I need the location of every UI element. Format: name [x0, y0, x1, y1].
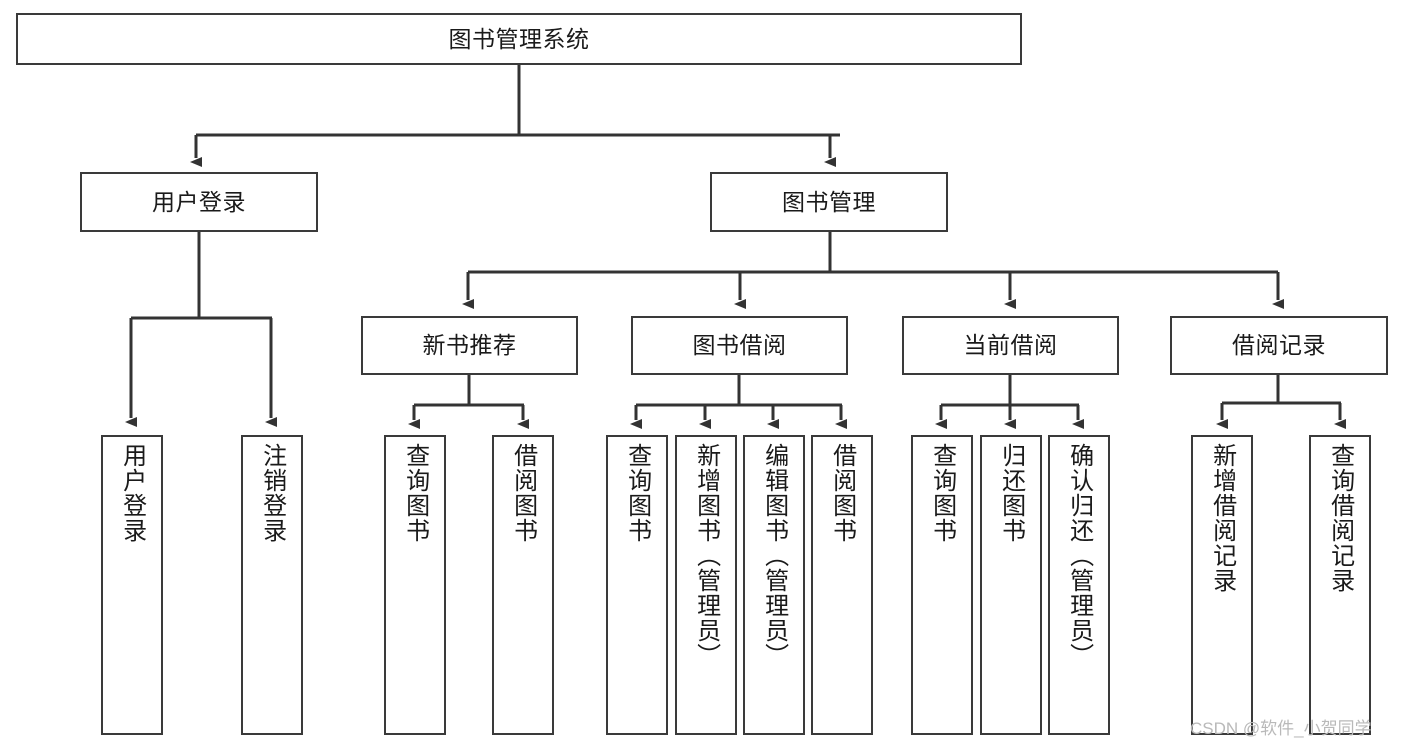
node-label: 归还图书	[997, 443, 1025, 543]
node-current-borrow[interactable]: 当前借阅	[902, 316, 1119, 375]
node-label: 新增借阅记录	[1208, 443, 1236, 593]
node-label: 用户登录	[118, 443, 146, 543]
node-label: 当前借阅	[963, 332, 1058, 359]
node-label: 图书管理系统	[448, 25, 590, 52]
node-root-system[interactable]: 图书管理系统	[16, 13, 1022, 65]
node-new-book-rec[interactable]: 新书推荐	[361, 316, 578, 375]
node-label: 图书管理	[782, 188, 876, 215]
node-leaf-query-record[interactable]: 查询借阅记录	[1309, 435, 1371, 735]
node-leaf-query-book-2[interactable]: 查询图书	[606, 435, 668, 735]
node-leaf-add-book[interactable]: 新增图书（管理员）	[675, 435, 737, 735]
node-label: 查询图书	[401, 443, 429, 543]
node-leaf-query-book-1[interactable]: 查询图书	[384, 435, 446, 735]
node-borrow-record[interactable]: 借阅记录	[1170, 316, 1388, 375]
node-leaf-confirm-return[interactable]: 确认归还（管理员）	[1048, 435, 1110, 735]
node-label: 查询图书	[928, 443, 956, 543]
node-leaf-query-book-3[interactable]: 查询图书	[911, 435, 973, 735]
node-label: 查询图书	[623, 443, 651, 543]
node-label: 新书推荐	[422, 332, 517, 359]
node-leaf-logout[interactable]: 注销登录	[241, 435, 303, 735]
node-user-login[interactable]: 用户登录	[80, 172, 318, 232]
node-label: 注销登录	[258, 443, 286, 543]
node-leaf-borrow-book-1[interactable]: 借阅图书	[492, 435, 554, 735]
node-leaf-return-book[interactable]: 归还图书	[980, 435, 1042, 735]
watermark: CSDN @软件_小贺同学	[1190, 719, 1372, 738]
node-book-manage[interactable]: 图书管理	[710, 172, 948, 232]
node-label: 编辑图书（管理员）	[760, 443, 788, 668]
node-label: 新增图书（管理员）	[692, 443, 720, 668]
node-label: 查询借阅记录	[1326, 443, 1354, 593]
node-label: 用户登录	[152, 188, 246, 215]
node-book-borrow[interactable]: 图书借阅	[631, 316, 848, 375]
node-leaf-user-login[interactable]: 用户登录	[101, 435, 163, 735]
node-label: 借阅记录	[1232, 332, 1326, 359]
node-label: 确认归还（管理员）	[1065, 443, 1093, 668]
node-leaf-edit-book[interactable]: 编辑图书（管理员）	[743, 435, 805, 735]
node-label: 借阅图书	[828, 443, 856, 543]
node-label: 图书借阅	[692, 332, 787, 359]
node-leaf-borrow-book-2[interactable]: 借阅图书	[811, 435, 873, 735]
node-leaf-add-record[interactable]: 新增借阅记录	[1191, 435, 1253, 735]
node-label: 借阅图书	[509, 443, 537, 543]
